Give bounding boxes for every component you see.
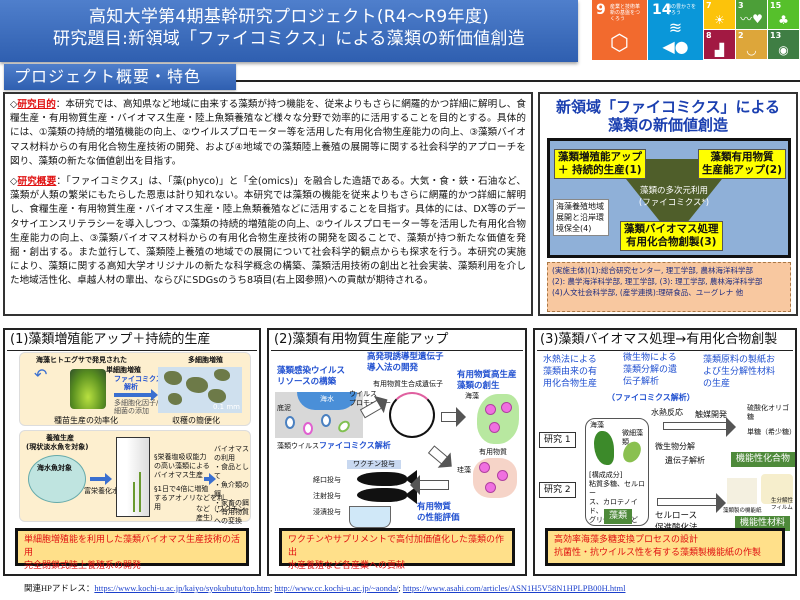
- virus-habitat-figure: 海水 底泥: [275, 392, 363, 438]
- fish-icon: ≋◀●: [662, 18, 689, 56]
- sdg-2-icon: 2◡: [736, 30, 767, 59]
- concept-title: 新領域「ファイコミクス」による 藻類の新価値創造: [555, 98, 781, 134]
- goal-box-3: 藻類バイオマス処理 有用化合物創製(3): [620, 221, 723, 251]
- link-asahi-article[interactable]: https://www.asahi.com/articles/ASN1H5V58…: [402, 583, 626, 593]
- panel-growth: (1)藻類増殖能アップ＋持続的生産 海藻ヒトエグサで発見された 単細胞増殖 多細…: [3, 328, 261, 576]
- panel-summary: 高効率海藻多糖変換プロセスの設計 抗菌性・抗ウイルス性を有する藻類製機能紙の作製: [545, 528, 785, 566]
- sdg-small-grid: 7☀ 3〰♥ 15♣ 8▟ 2◡ 13◉: [704, 0, 799, 60]
- link-aonda[interactable]: http://www.cc.kochi-u.ac.jp/~aonda/: [274, 583, 399, 593]
- panel-summary: ワクチンやサプリメントで高付加価値化した藻類の作出 水産養殖など各産業への貢献: [279, 528, 515, 571]
- arrow-left-icon: [419, 480, 449, 490]
- panel-useful-substances: (2)藻類有用物質生産能アップ 藻類感染ウイルス リソースの構築 高発現誘導型遺…: [267, 328, 527, 576]
- sdg-15-icon: 15♣: [768, 0, 799, 29]
- summary-paragraph: ◇研究概要：「ファイコミクス」は、「藻(phyco)」と「全(omics)」を融…: [10, 176, 527, 287]
- center-label: 藻類の多次元利用 (ファイコミクス*): [638, 186, 710, 208]
- related-links: 関連HPアドレス：https://www.kochi-u.ac.jp/kaiyo…: [24, 583, 626, 593]
- growth-bottom-figure: 養殖生産 (現状淡水魚を対象) 海水魚対象 富栄養化水 §栄養塩吸収能力 の高い…: [19, 430, 251, 525]
- growth-top-figure: 海藻ヒトエグサで発見された 単細胞増殖 多細胞増殖 ↶ ファイコミクス 解析 多…: [19, 352, 251, 426]
- overview-text-box: ◇研究目的：本研究では、高知県など地域に由来する藻類が持つ機能を、従来よりもさら…: [3, 92, 533, 316]
- fish-tank-image: 海水魚対象: [28, 455, 86, 503]
- research-1-label: 研究 1: [539, 432, 576, 448]
- sdg-9-icon: 9 産業と技術革新の基盤をつくろう ⬡: [592, 0, 647, 60]
- cubes-icon: ⬡: [609, 31, 630, 56]
- biomass-uses: バイオマスの利用 ・食品として ・魚介類の餌 ・家畜の餌 ・有用物質への変換: [214, 445, 249, 525]
- functional-compound-label: 機能性化合物: [731, 452, 795, 467]
- arrow-right-icon: [441, 407, 466, 427]
- goal-hydrothermal: 水熱法による藻類由来の有用化合物生産: [543, 355, 598, 389]
- sdg-icons: 9 産業と技術革新の基盤をつくろう ⬡ 14 海の豊かさを守ろう ≋◀● 7☀ …: [592, 0, 800, 60]
- link-syokubutu[interactable]: https://www.kochi-u.ac.jp/kaiyo/syokubut…: [94, 583, 270, 593]
- immersion-tank-image: [349, 506, 391, 528]
- gene-method-label: 高発現誘導型遺伝子 導入法の開発: [367, 352, 444, 373]
- sdg-14-icon: 14 海の豊かさを守ろう ≋◀●: [648, 0, 703, 60]
- panel-biomass: (3)藻類バイオマス処理→有用化合物創製 水熱法による藻類由来の有用化合物生産 …: [533, 328, 797, 576]
- virus-icon: [335, 418, 353, 435]
- seaweed-image: [477, 394, 519, 444]
- section-heading: プロジェクト概要・特色: [4, 64, 236, 90]
- fish-icon: [357, 470, 417, 488]
- virus-icon: [321, 414, 331, 427]
- panel-title: (3)藻類バイオマス処理→有用化合物創製: [537, 330, 793, 351]
- research-2-label: 研究 2: [539, 482, 576, 498]
- panel-title: (2)藻類有用物質生産能アップ: [271, 330, 523, 351]
- high-production-label: 有用物質高生産 藻類の創生: [457, 370, 517, 391]
- arrow-right-icon: [204, 473, 216, 485]
- functional-paper-image: [727, 478, 757, 504]
- goal-microbial: 微生物による藻類分解の遺伝子解析: [623, 353, 678, 387]
- sdg-7-icon: 7☀: [704, 0, 735, 29]
- sdg-3-icon: 3〰♥: [736, 0, 767, 29]
- goal-box-2: 藻類有用物質 生産能アップ(2): [698, 149, 786, 179]
- arrow-right-icon: [663, 417, 736, 437]
- goal-box-4: 海藻養殖地域 展開と沿岸環 境保全(4): [553, 199, 609, 236]
- algae-culture-image: [116, 437, 150, 517]
- concept-diagram-box: 新領域「ファイコミクス」による 藻類の新価値創造 藻類の多次元利用 (ファイコミ…: [538, 92, 798, 316]
- purpose-label: 研究目的: [17, 99, 56, 110]
- culture-flask-image: [70, 369, 106, 409]
- section-divider: [236, 80, 800, 82]
- sdg-13-icon: 13◉: [768, 30, 799, 59]
- goal-box-1: 藻類増殖能アップ ＋ 持続的生産(1): [554, 149, 646, 179]
- sdg-8-icon: 8▟: [704, 30, 735, 59]
- project-title: 高知大学第4期基幹研究プロジェクト(R4～R9年度): [88, 7, 490, 27]
- title-banner: 高知大学第4期基幹研究プロジェクト(R4～R9年度) 研究題目:新領域「ファイコ…: [0, 0, 578, 62]
- implementers-box: (実施主体)(1):総合研究センター, 理工学部, 農林海洋科学部 (2): 農…: [547, 262, 791, 312]
- note-nutrient: §栄養塩吸収能力 の高い藻類による バイオマス生産: [154, 453, 210, 479]
- film-label: 生分解性 フィルム: [771, 498, 794, 511]
- goal-paper: 藻類原料の製紙および生分解性材料の生産: [703, 355, 776, 389]
- virus-icon: [285, 416, 295, 429]
- functional-material-label: 機能性材料: [735, 516, 791, 531]
- virus-icon: [303, 422, 313, 435]
- concept-diagram: 藻類の多次元利用 (ファイコミクス*) 藻類増殖能アップ ＋ 持続的生産(1) …: [547, 138, 791, 258]
- panel-title: (1)藻類増殖能アップ＋持続的生産: [7, 330, 257, 351]
- plasmid-diagram: [389, 392, 435, 438]
- diatom-image: [473, 458, 517, 498]
- research-title: 研究題目:新領域「ファイコミクス」による藻類の新価値創造: [52, 29, 526, 49]
- multicell-micrograph: 0.1 mm: [158, 367, 242, 413]
- seaweed-icon: [594, 431, 614, 465]
- arrow-right-icon: [114, 389, 158, 401]
- cycle-arrow-icon: ↶: [34, 365, 48, 384]
- fish-icon: [357, 486, 417, 504]
- arrow-right-icon: [90, 473, 112, 485]
- purpose-paragraph: ◇研究目的：本研究では、高知県など地域に由来する藻類が持つ機能を、従来よりもさら…: [10, 99, 526, 167]
- arrow-down-right-icon: [427, 445, 449, 465]
- biodegradable-film-image: [761, 474, 793, 504]
- evaluation-label: 有用物質 の性能評価: [417, 502, 460, 523]
- virus-resource-label: 藻類感染ウイルス リソースの構築: [277, 366, 346, 387]
- arrow-right-icon: [657, 493, 726, 513]
- note-growth: §1日で4倍に増殖 するアオノリなどを利 用: [154, 485, 224, 511]
- summary-label: 研究概要: [17, 176, 57, 188]
- panel-summary: 単細胞増殖能を利用した藻類バイオマス生産技術の活用 完全閉鎖式陸上養殖系の開発: [15, 528, 249, 571]
- algae-components-box: 海藻 微細藻類 [構成成分] 粘質多糖、セルロー ス、カロテノイド、 グリセリド…: [585, 418, 649, 526]
